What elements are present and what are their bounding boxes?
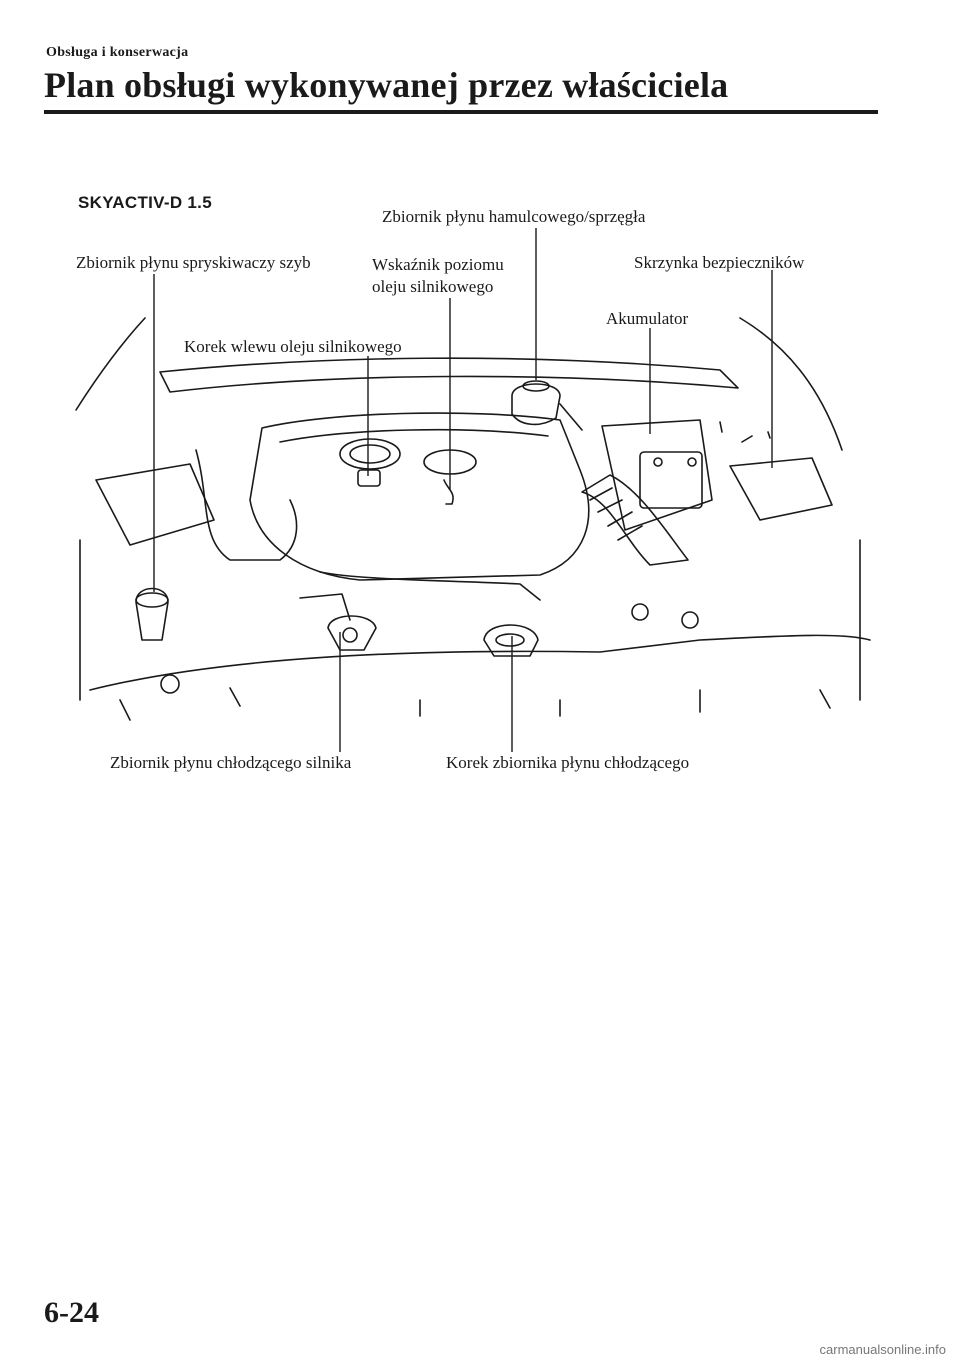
oil-filler-cap-shape — [339, 438, 401, 470]
page-title: Plan obsługi wykonywanej przez właścicie… — [44, 65, 729, 105]
engine-bay-illustration — [75, 228, 871, 752]
callout-brake-clutch-reservoir: Zbiornik płynu hamulcowego/sprzęgła — [382, 207, 646, 226]
watermark: carmanualsonline.info — [819, 1342, 946, 1357]
engine-variant-label: SKYACTIV-D 1.5 — [78, 193, 212, 212]
coolant-cap-shape — [483, 624, 539, 657]
cowl-panel — [159, 357, 739, 393]
coolant-reservoir-shape — [327, 615, 377, 651]
left-fender-line — [75, 317, 146, 411]
right-fender-line — [739, 317, 843, 451]
callout-washer-reservoir: Zbiornik płynu spryskiwaczy szyb — [76, 253, 311, 272]
intake-hose — [581, 474, 689, 566]
fuse-box-shape — [729, 457, 833, 521]
callout-coolant-cap: Korek zbiornika płynu chłodzącego — [446, 753, 690, 772]
title-rule — [44, 110, 878, 114]
callout-battery: Akumulator — [606, 309, 689, 328]
engine-cover — [249, 412, 590, 581]
callout-oil-filler-cap: Korek wlewu oleju silnikowego — [184, 337, 402, 356]
callout-fuse-box: Skrzynka bezpieczników — [634, 253, 805, 272]
battery-shape — [601, 419, 713, 531]
section-label: Obsługa i konserwacja — [46, 45, 189, 60]
washer-hose — [195, 449, 298, 561]
engine-bay-figure: SKYACTIV-D 1.5 — [75, 193, 871, 772]
page-number: 6-24 — [44, 1296, 99, 1329]
callout-oil-dipstick: Wskaźnik poziomu oleju silnikowego — [372, 255, 504, 296]
washer-reservoir-cap-shape — [135, 587, 169, 641]
callout-coolant-reservoir: Zbiornik płynu chłodzącego silnika — [110, 753, 352, 772]
